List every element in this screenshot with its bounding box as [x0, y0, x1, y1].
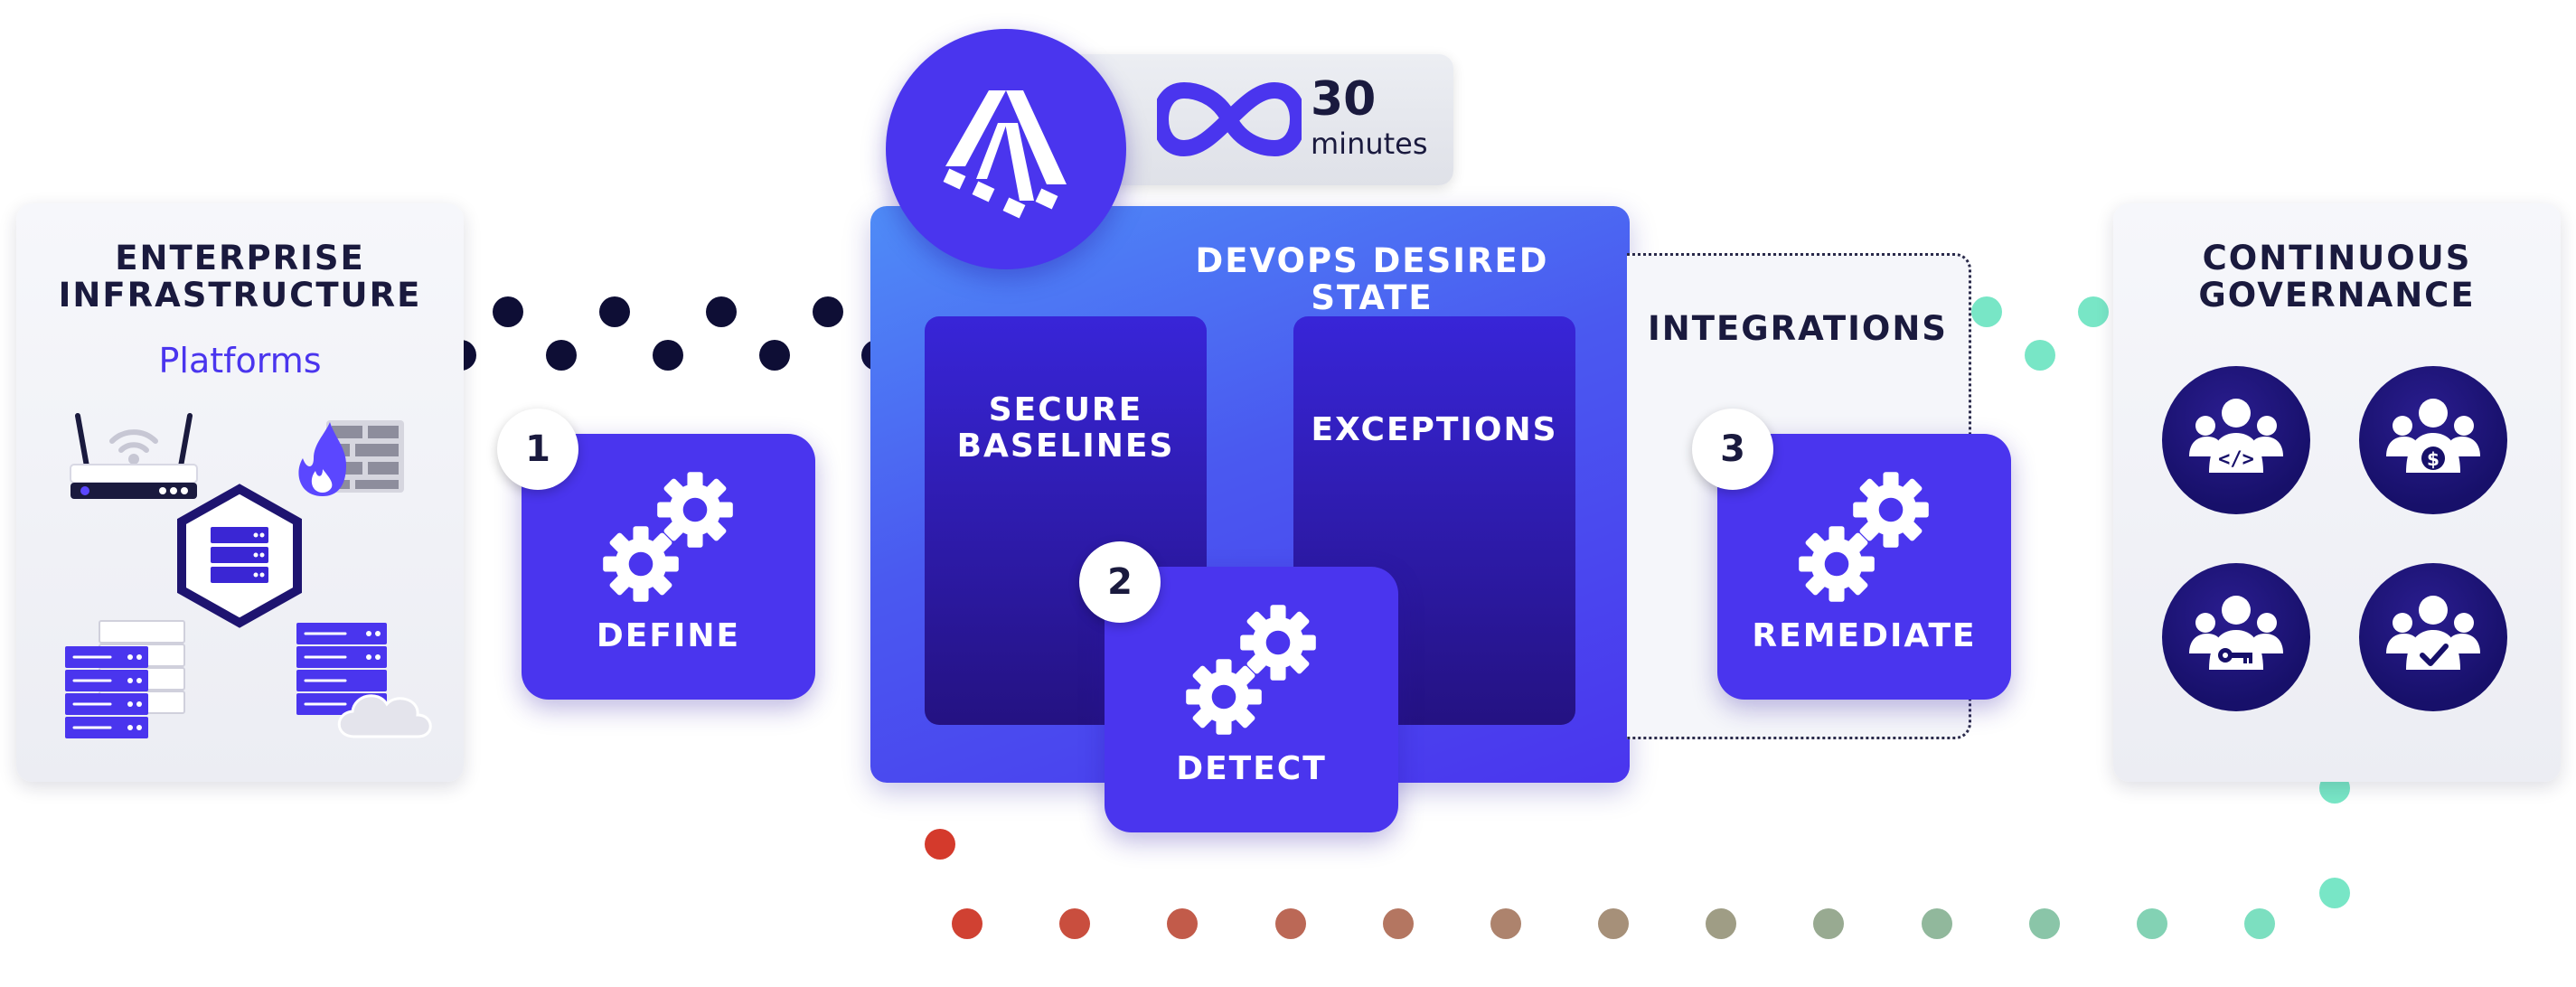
- connector-dot: [1167, 908, 1199, 939]
- connector-dot: [599, 296, 630, 327]
- connector-dot: [493, 296, 523, 327]
- finance-team-icon: $: [2359, 366, 2507, 514]
- governance-title: CONTINUOUS GOVERNANCE: [2113, 240, 2561, 315]
- timer-value: 30: [1311, 72, 1377, 127]
- svg-text:$: $: [2427, 448, 2440, 470]
- enterprise-infrastructure-panel: ENTERPRISE INFRASTRUCTURE Platforms: [16, 203, 464, 782]
- governance-title-line1: CONTINUOUS: [2202, 239, 2472, 277]
- connector-dot: [1813, 908, 1845, 939]
- gears-icon: [1799, 472, 1929, 602]
- governance-title-line2: GOVERNANCE: [2198, 276, 2476, 315]
- connector-dot: [1382, 908, 1414, 939]
- brand-logo: [886, 29, 1126, 269]
- timer-badge: 30 minutes: [1067, 54, 1453, 185]
- connector-dot: [1598, 908, 1629, 939]
- connector-dot: [925, 829, 955, 860]
- platforms-subtitle: Platforms: [158, 341, 322, 381]
- remediate-label: REMEDIATE: [1752, 617, 1977, 654]
- gears-icon: [603, 472, 733, 602]
- connector-dot: [2078, 296, 2109, 327]
- exceptions-title: EXCEPTIONS: [1311, 411, 1558, 448]
- server-stack-icon: [65, 620, 185, 738]
- connector-dot: [546, 340, 577, 371]
- connector-dot: [952, 908, 982, 939]
- firewall-icon: [298, 420, 404, 496]
- enterprise-title-line1: ENTERPRISE: [115, 239, 365, 277]
- enterprise-title-line2: INFRASTRUCTURE: [58, 276, 422, 315]
- enterprise-title: ENTERPRISE INFRASTRUCTURE: [16, 240, 464, 315]
- connector-dot: [1274, 908, 1306, 939]
- security-team-icon: [2162, 563, 2310, 711]
- connector-dot: [706, 296, 737, 327]
- detect-step-card: DETECT: [1105, 567, 1398, 832]
- infinity-icon: [1157, 82, 1302, 156]
- brand-logo-icon: [943, 90, 1067, 219]
- wifi-router-icon: [70, 413, 198, 499]
- devops-title: DEVOPS DESIRED STATE: [1195, 241, 1549, 318]
- remediate-step-card: REMEDIATE: [1717, 434, 2011, 700]
- connector-dot: [2319, 878, 2350, 908]
- integrations-title: INTEGRATIONS: [1648, 309, 1948, 348]
- connector-dot: [2136, 908, 2167, 939]
- developer-team-icon: </>: [2162, 366, 2310, 514]
- connector-dot: [2244, 908, 2275, 939]
- gears-icon: [1186, 605, 1316, 735]
- connector-dot: [1971, 296, 2002, 327]
- secure-baselines-title: SECURE BASELINES: [925, 391, 1207, 465]
- step-number-3: 3: [1692, 409, 1773, 490]
- timer-unit: minutes: [1311, 127, 1428, 161]
- connector-dot: [2025, 340, 2055, 371]
- connector-dot: [813, 296, 843, 327]
- connector-dot: [1921, 908, 1952, 939]
- connector-dot: [1059, 908, 1091, 939]
- cloud-server-icon: [296, 623, 432, 738]
- connector-dot: [1706, 908, 1737, 939]
- step-number-1: 1: [497, 409, 578, 490]
- connector-dot: [759, 340, 790, 371]
- kubernetes-node-icon: [177, 484, 302, 628]
- connector-dot: [2028, 908, 2060, 939]
- continuous-governance-panel: CONTINUOUS GOVERNANCE </> $: [2113, 203, 2561, 782]
- compliance-team-icon: [2359, 563, 2507, 711]
- secure-baselines-line1: SECURE: [988, 391, 1143, 428]
- define-step-card: DEFINE: [522, 434, 815, 700]
- svg-text:</>: </>: [2218, 448, 2254, 471]
- step-number-2: 2: [1079, 541, 1161, 623]
- connector-dot: [653, 340, 683, 371]
- define-label: DEFINE: [596, 617, 741, 654]
- secure-baselines-line2: BASELINES: [956, 428, 1175, 465]
- connector-dot: [1490, 908, 1521, 939]
- detect-label: DETECT: [1176, 750, 1327, 787]
